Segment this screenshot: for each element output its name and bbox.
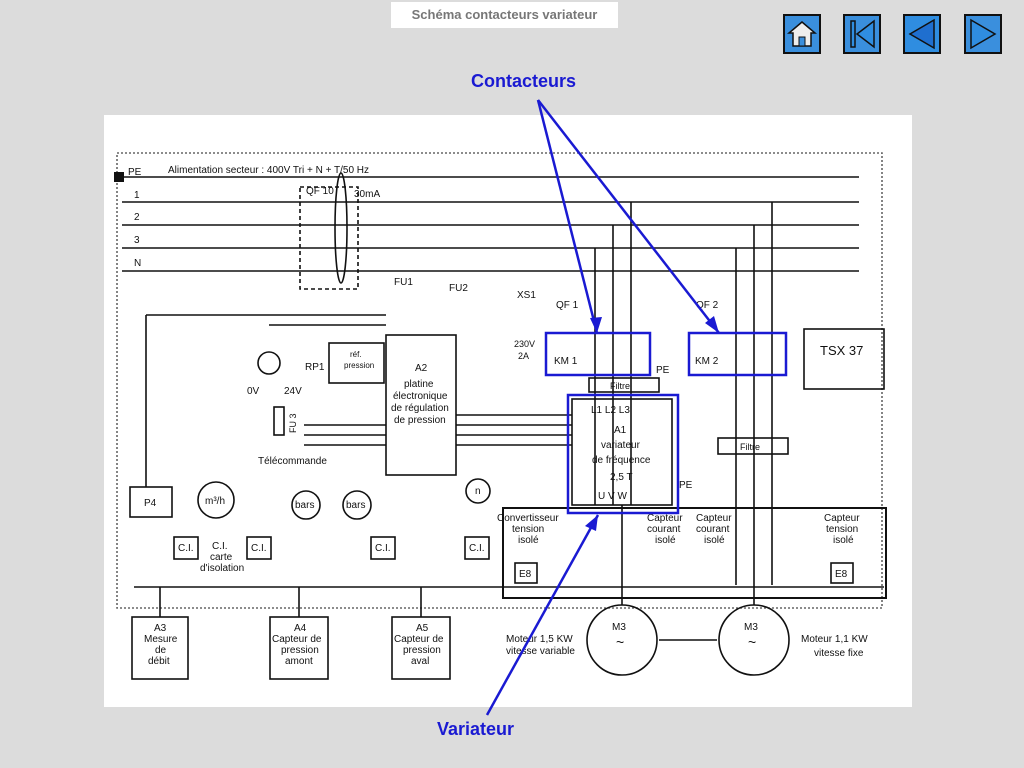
xs1-label: XS1 <box>517 290 536 301</box>
mot2-line2: vitesse fixe <box>814 648 864 659</box>
contacteurs-label: Contacteurs <box>471 71 577 91</box>
bars1-label: bars <box>295 500 314 511</box>
ci-carte-line3: d'isolation <box>200 563 244 574</box>
cap2-line2: courant <box>696 524 730 535</box>
lineN-label: N <box>134 258 141 269</box>
ci1-label: C.I. <box>178 543 194 554</box>
supply-label: Alimentation secteur : 400V Tri + N + T/… <box>168 165 369 176</box>
fu3-label: FU 3 <box>288 413 298 433</box>
a1-line1: A1 <box>614 425 627 436</box>
filtre1-label: Filtre <box>610 381 630 391</box>
tilde-a: ~ <box>616 634 624 650</box>
a4-line4: amont <box>285 656 313 667</box>
a2-line3: électronique <box>393 391 448 402</box>
line1-label: 1 <box>134 190 140 201</box>
pe3-label: PE <box>679 480 693 491</box>
rp1-label: RP1 <box>305 362 325 373</box>
home-button[interactable] <box>783 14 821 54</box>
fu2-label: FU2 <box>449 283 468 294</box>
conv-line1: Convertisseur <box>497 513 559 524</box>
a3-line2: Mesure <box>144 634 178 645</box>
km1-label: KM 1 <box>554 356 578 367</box>
ci3-label: C.I. <box>375 543 391 554</box>
qf10-label: QF 10 <box>306 186 334 197</box>
a3-line1: A3 <box>154 623 167 634</box>
n-label: n <box>475 486 481 497</box>
cap1-line1: Capteur <box>647 513 683 524</box>
ref2-label: pression <box>344 361 374 370</box>
telecommande-label: Télécommande <box>258 456 327 467</box>
filtre2-label: Filtre <box>740 442 760 452</box>
tsx-label: TSX 37 <box>820 343 863 358</box>
v24-label: 24V <box>284 386 302 397</box>
a1-uvw: U V W <box>598 491 627 502</box>
bars2-label: bars <box>346 500 365 511</box>
a5-line2: Capteur de <box>394 634 444 645</box>
a1-line2: variateur <box>601 440 641 451</box>
qf1-label: QF 1 <box>556 300 579 311</box>
ci-carte-line2: carte <box>210 552 233 563</box>
first-page-icon <box>850 19 875 49</box>
next-icon <box>970 18 997 50</box>
v0-label: 0V <box>247 386 260 397</box>
next-button[interactable] <box>964 14 1002 54</box>
ref1-label: réf. <box>350 350 362 359</box>
mot1-line1: Moteur 1,5 KW <box>506 634 573 645</box>
m3a-label: M3 <box>612 622 626 633</box>
tilde-b: ~ <box>748 634 756 650</box>
km2-label: KM 2 <box>695 356 719 367</box>
line2-label: 2 <box>134 212 140 223</box>
e8a-label: E8 <box>519 569 532 580</box>
variateur-label: Variateur <box>437 719 515 739</box>
cap3-line2: tension <box>826 524 858 535</box>
cap3-line1: Capteur <box>824 513 860 524</box>
wiring-diagram: PE Alimentation secteur : 400V Tri + N +… <box>104 115 912 707</box>
page-title: Schéma contacteurs variateur <box>391 2 618 28</box>
ci4-label: C.I. <box>469 543 485 554</box>
a2-line4: de régulation <box>391 403 449 414</box>
pe-label: PE <box>128 167 142 178</box>
m3b-label: M3 <box>744 622 758 633</box>
e8b-label: E8 <box>835 569 848 580</box>
ci2-label: C.I. <box>251 543 267 554</box>
a1-line3: de fréquence <box>592 455 651 466</box>
home-icon <box>786 21 818 47</box>
a5-line4: aval <box>411 656 429 667</box>
a4-line3: pression <box>281 645 319 656</box>
pe2-label: PE <box>656 365 670 376</box>
m3h-label: m³/h <box>205 496 225 507</box>
qf2-label: QF 2 <box>696 300 719 311</box>
a3-line3: de <box>155 645 167 656</box>
a4-line1: A4 <box>294 623 307 634</box>
a2-line1: A2 <box>415 363 428 374</box>
conv-line2: tension <box>512 524 544 535</box>
a1-terms-label: L1 L2 L3 <box>591 405 630 416</box>
a5-line1: A5 <box>416 623 429 634</box>
conv-line3: isolé <box>518 535 539 546</box>
a2-line2: platine <box>404 379 434 390</box>
schema-svg: PE Alimentation secteur : 400V Tri + N +… <box>114 152 887 680</box>
mot1-line2: vitesse variable <box>506 646 575 657</box>
first-page-button[interactable] <box>843 14 881 54</box>
cap1-line2: courant <box>647 524 681 535</box>
ci-carte-line1: C.I. <box>212 541 228 552</box>
previous-button[interactable] <box>903 14 941 54</box>
cap2-line3: isolé <box>704 535 725 546</box>
fu1-label: FU1 <box>394 277 413 288</box>
cap3-line3: isolé <box>833 535 854 546</box>
line3-label: 3 <box>134 235 140 246</box>
mot2-line1: Moteur 1,1 KW <box>801 634 868 645</box>
a2amp-label: 2A <box>518 351 529 361</box>
previous-icon <box>908 18 935 50</box>
cap2-line1: Capteur <box>696 513 732 524</box>
v230-label: 230V <box>514 339 535 349</box>
cap1-line3: isolé <box>655 535 676 546</box>
a3-line4: débit <box>148 656 170 667</box>
p4-label: P4 <box>144 498 157 509</box>
a2-line5: de pression <box>394 415 446 426</box>
a1-line4: 2,5 T <box>610 472 633 483</box>
a4-line2: Capteur de <box>272 634 322 645</box>
a5-line3: pression <box>403 645 441 656</box>
ma30-label: 30mA <box>354 189 380 200</box>
